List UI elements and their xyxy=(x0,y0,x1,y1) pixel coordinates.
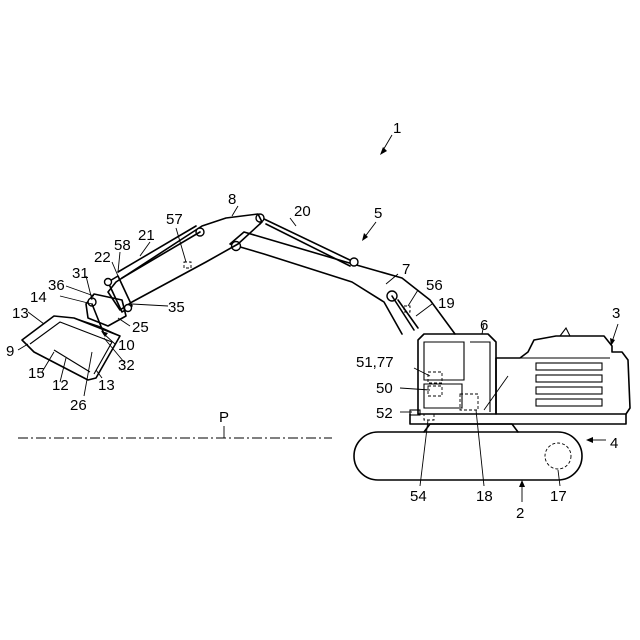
cab-box-51-77 xyxy=(428,372,442,383)
label-10: 10 xyxy=(118,337,135,354)
cab-door xyxy=(470,342,490,412)
link-pin-lower xyxy=(125,305,132,312)
label-22: 22 xyxy=(94,249,111,266)
label-6: 6 xyxy=(480,317,488,334)
drive-sprocket-17 xyxy=(545,443,571,469)
label-56: 56 xyxy=(426,277,443,294)
label-15: 15 xyxy=(28,365,45,382)
label-50: 50 xyxy=(376,380,393,397)
crawler-track xyxy=(354,432,582,480)
label-5: 5 xyxy=(374,205,382,222)
cab-box-54 xyxy=(424,414,434,420)
boom xyxy=(230,232,455,334)
label-32: 32 xyxy=(118,357,135,374)
label-1: 1 xyxy=(393,120,401,137)
label-12: 12 xyxy=(52,377,69,394)
bucket-edge-12 xyxy=(54,350,90,372)
grille-slot-2 xyxy=(536,375,602,382)
label-9: 9 xyxy=(6,343,14,360)
boom-cylinder xyxy=(392,296,418,330)
label-4: 4 xyxy=(610,435,618,452)
grille-slot-4 xyxy=(536,399,602,406)
label-31: 31 xyxy=(72,265,89,282)
arm-cylinder xyxy=(260,218,354,266)
label-57: 57 xyxy=(166,211,183,228)
link-pin-upper xyxy=(105,279,112,286)
label-P: P xyxy=(219,409,229,426)
label-18: 18 xyxy=(476,488,493,505)
label-26: 26 xyxy=(70,397,87,414)
upper-frame xyxy=(410,414,626,424)
sensor-57 xyxy=(184,262,191,268)
label-13-top: 13 xyxy=(12,305,29,322)
label-8: 8 xyxy=(228,191,236,208)
label-17: 17 xyxy=(550,488,567,505)
label-21: 21 xyxy=(138,227,155,244)
grille-slot-1 xyxy=(536,363,602,370)
swivel-bearing xyxy=(424,424,518,432)
label-7: 7 xyxy=(402,261,410,278)
label-2: 2 xyxy=(516,505,524,522)
cab-front-window xyxy=(424,342,464,380)
cab-box-50 xyxy=(428,386,442,396)
label-19: 19 xyxy=(438,295,455,312)
label-52: 52 xyxy=(376,405,393,422)
exhaust-stack xyxy=(560,328,570,336)
cab-box-18 xyxy=(460,394,478,410)
label-13-bottom: 13 xyxy=(98,377,115,394)
label-35: 35 xyxy=(168,299,185,316)
label-58: 58 xyxy=(114,237,131,254)
label-14: 14 xyxy=(30,289,47,306)
label-25: 25 xyxy=(132,319,149,336)
cab-outline xyxy=(418,334,496,414)
label-3: 3 xyxy=(612,305,620,322)
arm-cylinder-rod-pin xyxy=(350,258,358,266)
grille-slot-3 xyxy=(536,387,602,394)
leader-lines xyxy=(18,135,618,502)
label-36: 36 xyxy=(48,277,65,294)
label-20: 20 xyxy=(294,203,311,220)
label-51-77: 51,77 xyxy=(356,354,394,371)
label-54: 54 xyxy=(410,488,427,505)
